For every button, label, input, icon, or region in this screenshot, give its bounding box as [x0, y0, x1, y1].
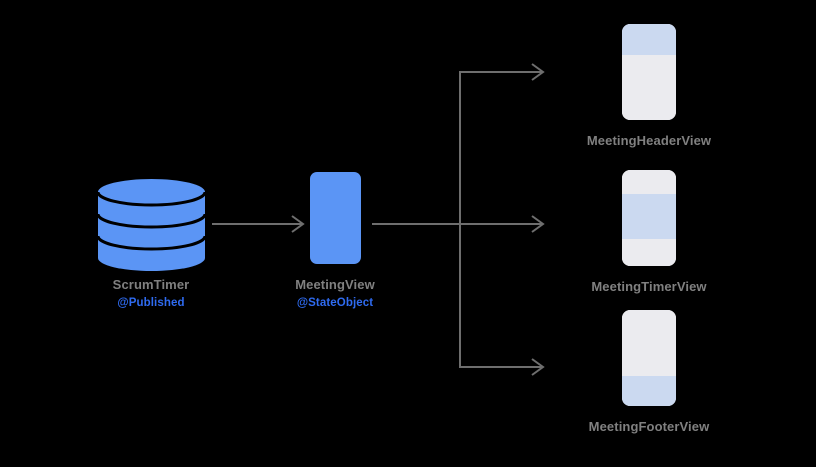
- connector-middle-to-timer: [460, 215, 545, 233]
- target-timer-title: MeetingTimerView: [591, 279, 707, 294]
- target-header-title: MeetingHeaderView: [586, 133, 712, 148]
- card-body: [622, 310, 676, 376]
- connector-middle-to-header: [459, 63, 545, 81]
- source-node-title: ScrumTimer: [112, 277, 190, 292]
- card-body-upper: [622, 170, 676, 194]
- card-band-bottom: [622, 376, 676, 406]
- card-band-middle: [622, 194, 676, 239]
- card-middle-band-icon: [622, 170, 676, 266]
- middle-node-subtitle: @StateObject: [296, 297, 374, 309]
- card-top-band-icon: [622, 24, 676, 120]
- source-node-subtitle: @Published: [117, 297, 185, 309]
- database-cylinder-icon: [98, 179, 205, 271]
- connector-trunk: [372, 72, 461, 367]
- card-body: [622, 55, 676, 120]
- card-bottom-band-icon: [622, 310, 676, 406]
- connector-middle-to-footer: [459, 358, 545, 376]
- connector-source-to-middle: [212, 215, 305, 233]
- target-footer-title: MeetingFooterView: [588, 419, 710, 434]
- card-body-lower: [622, 239, 676, 266]
- card-band-top: [622, 24, 676, 55]
- view-rectangle-icon: [310, 172, 361, 264]
- middle-node-title: MeetingView: [295, 277, 375, 292]
